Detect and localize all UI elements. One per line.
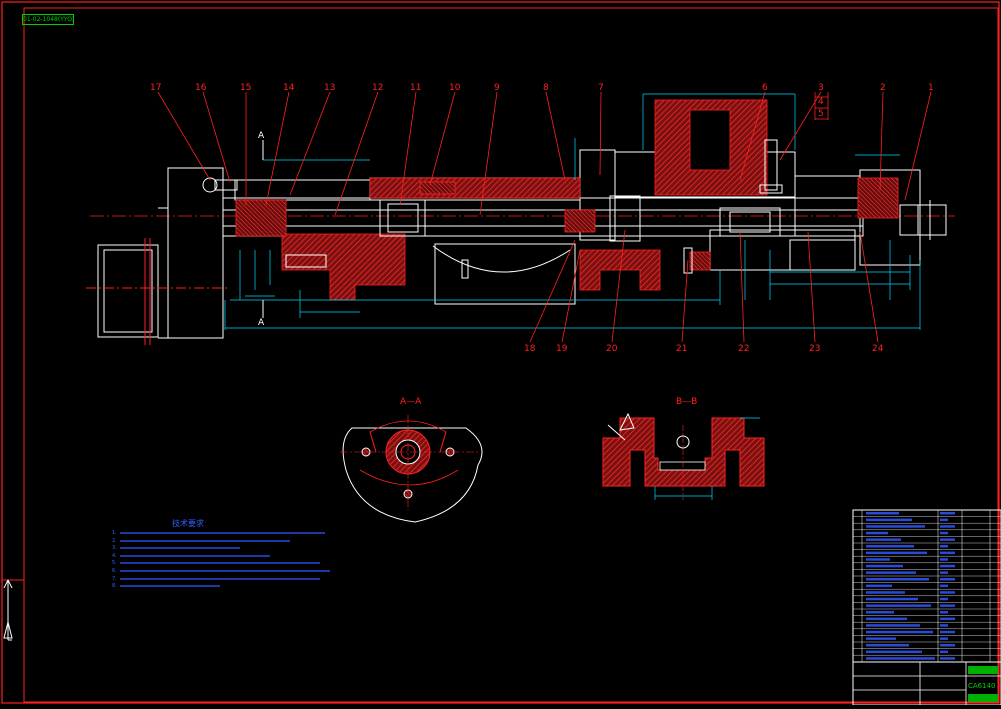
title-block-code: CA6140 bbox=[968, 682, 996, 690]
tech-req-line-number: 3. bbox=[112, 545, 117, 552]
balloon-16: 16 bbox=[195, 83, 207, 93]
balloon-3: 3 bbox=[818, 83, 824, 93]
tech-req-line-number: 7. bbox=[112, 575, 117, 582]
tech-req-line-text bbox=[120, 562, 320, 565]
tech-req-line: 2. bbox=[112, 538, 362, 545]
tech-req-line-number: 8. bbox=[112, 583, 117, 590]
section-view-bb: B—B bbox=[602, 397, 765, 500]
balloon-12: 12 bbox=[372, 83, 383, 93]
section-view-aa: A—A bbox=[340, 397, 483, 523]
balloon-2: 2 bbox=[880, 83, 886, 93]
section-aa-label: A—A bbox=[400, 397, 422, 407]
tech-req-line: 4. bbox=[112, 553, 362, 560]
balloon-14: 14 bbox=[283, 83, 295, 93]
tech-req-line-number: 1. bbox=[112, 530, 117, 536]
tech-req-line: 8. bbox=[112, 583, 362, 590]
balloon-15: 15 bbox=[240, 83, 251, 93]
main-assembly-view: A A bbox=[86, 93, 947, 345]
dimension-lines bbox=[224, 93, 921, 330]
tech-req-line-text bbox=[120, 554, 270, 557]
tech-req-line-text bbox=[120, 585, 220, 588]
tech-req-line: 5. bbox=[112, 560, 362, 567]
balloon-13: 13 bbox=[324, 83, 335, 93]
tech-req-line: 7. bbox=[112, 576, 362, 583]
tech-req-line: 1. bbox=[112, 530, 362, 537]
balloon-10: 10 bbox=[449, 83, 461, 93]
tech-req-line: 3. bbox=[112, 545, 362, 552]
section-marker-a-top: A bbox=[258, 131, 265, 141]
balloon-19: 19 bbox=[556, 344, 568, 354]
tech-req-line-number: 2. bbox=[112, 537, 117, 544]
part-number-labels-bottom: 18 19 20 21 22 23 24 bbox=[524, 344, 884, 354]
tech-req-line-text bbox=[120, 577, 320, 580]
section-marker-a-bottom: A bbox=[258, 318, 265, 328]
drawing-title-tag: 01-02-1048(YYO) bbox=[22, 14, 74, 25]
balloon-22: 22 bbox=[738, 344, 749, 354]
balloon-5: 5 bbox=[818, 109, 824, 119]
section-bb-label: B—B bbox=[676, 397, 697, 407]
balloon-7: 7 bbox=[598, 83, 604, 93]
balloon-20: 20 bbox=[606, 344, 618, 354]
tech-req-line-number: 6. bbox=[112, 568, 117, 574]
balloon-21: 21 bbox=[676, 344, 687, 354]
tech-req-line-number: 5. bbox=[112, 560, 117, 567]
ucs-axis-icon bbox=[3, 579, 13, 641]
balloon-17: 17 bbox=[150, 83, 161, 93]
tech-req-line-text bbox=[120, 539, 290, 542]
balloon-18: 18 bbox=[524, 344, 536, 354]
tech-req-line-text bbox=[120, 570, 330, 572]
technical-requirements-block: 技术要求 1.2.3.4.5.6.7.8. bbox=[112, 518, 362, 598]
tech-req-line-text bbox=[120, 532, 325, 534]
balloon-11: 11 bbox=[410, 83, 421, 93]
tech-req-line-number: 4. bbox=[112, 552, 117, 559]
motor-body bbox=[86, 167, 230, 345]
balloon-8: 8 bbox=[543, 83, 549, 93]
balloon-9: 9 bbox=[494, 83, 500, 93]
tech-req-heading: 技术要求 bbox=[172, 519, 204, 528]
balloon-6: 6 bbox=[762, 83, 768, 93]
leader-lines bbox=[157, 91, 932, 343]
hatched-sections bbox=[235, 99, 899, 301]
balloon-4: 4 bbox=[818, 97, 824, 107]
balloon-1: 1 bbox=[928, 83, 934, 93]
tech-req-line-text bbox=[120, 547, 240, 550]
tech-req-line: 6. bbox=[112, 568, 362, 575]
part-number-labels-top: 17 16 15 14 13 12 11 10 9 8 7 6 3 4 5 2 … bbox=[150, 83, 934, 119]
balloon-23: 23 bbox=[809, 344, 820, 354]
balloon-24: 24 bbox=[872, 344, 884, 354]
parts-list-table bbox=[852, 509, 1001, 706]
